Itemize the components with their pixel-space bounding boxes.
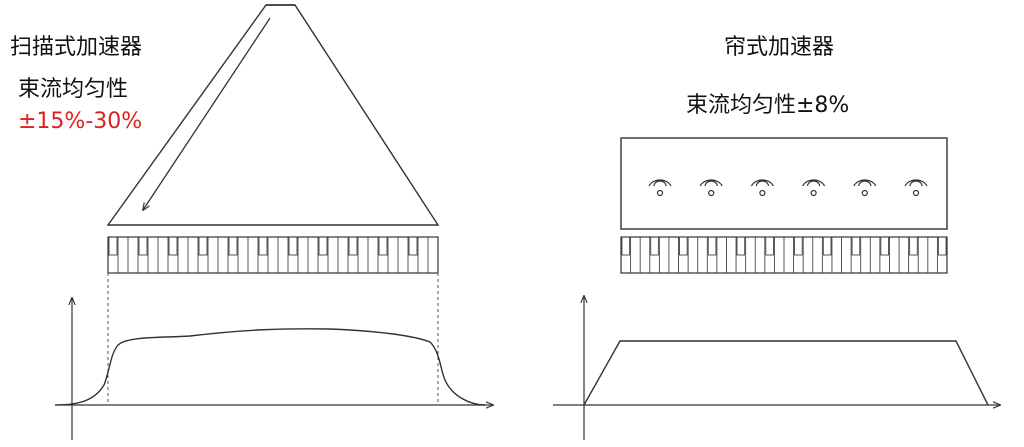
scan-direction-arrow bbox=[143, 17, 271, 210]
foil-slot bbox=[258, 236, 268, 256]
foil-slot bbox=[679, 236, 688, 256]
foil-slot bbox=[765, 236, 774, 256]
curtain-housing bbox=[620, 137, 948, 230]
foil-slot bbox=[288, 236, 298, 256]
foil-slot bbox=[851, 236, 861, 256]
scan-window-foil bbox=[107, 236, 439, 274]
emitter-icon bbox=[699, 179, 723, 197]
scanning-uniformity-label: 束流均匀性 bbox=[18, 77, 129, 102]
foil-slot bbox=[937, 236, 947, 256]
foil-slot bbox=[909, 236, 918, 256]
curtain-accelerator-title: 帘式加速器 bbox=[724, 35, 835, 60]
foil-slot bbox=[880, 236, 889, 256]
foil-slot bbox=[408, 236, 418, 256]
curtain-emitters bbox=[648, 179, 928, 197]
scanning-uniformity-value: ±15%-30% bbox=[18, 109, 143, 134]
foil-slot bbox=[650, 236, 659, 256]
foil-slot bbox=[168, 236, 178, 256]
emitter-icon bbox=[853, 179, 877, 197]
foil-slot bbox=[228, 236, 238, 256]
curtain-window-foil bbox=[620, 236, 948, 274]
emitter-icon bbox=[802, 179, 826, 197]
emitter-icon bbox=[904, 179, 928, 197]
foil-slot bbox=[108, 236, 118, 256]
scanning-accelerator-title: 扫描式加速器 bbox=[10, 35, 143, 60]
foil-slot bbox=[822, 236, 832, 256]
curtain-beam-profile-curve bbox=[583, 340, 989, 406]
foil-slot bbox=[378, 236, 388, 256]
scan-beam-profile-curve bbox=[54, 328, 486, 406]
foil-slot bbox=[198, 236, 208, 256]
foil-slot bbox=[707, 236, 717, 256]
foil-slot bbox=[736, 236, 746, 256]
foil-slot bbox=[318, 236, 328, 256]
foil-slot bbox=[348, 236, 358, 256]
scan-horn bbox=[106, 4, 440, 226]
foil-slot bbox=[794, 236, 803, 256]
foil-slot bbox=[621, 236, 631, 256]
emitter-icon bbox=[648, 179, 672, 197]
curtain-uniformity-text: 束流均匀性±8% bbox=[686, 93, 850, 118]
foil-slot bbox=[138, 236, 148, 256]
emitter-icon bbox=[750, 179, 774, 197]
